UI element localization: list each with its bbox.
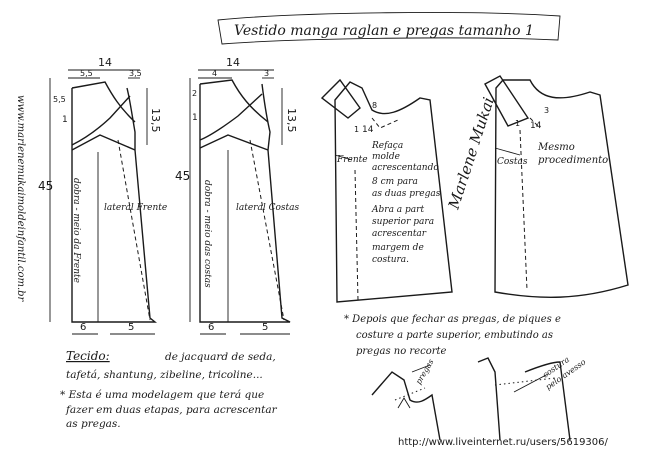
back-hem-left: 6 [208, 322, 214, 333]
back-upper-mark: 1 [192, 113, 198, 123]
back-neck-width: 4 [212, 69, 217, 78]
fabric-label: Tecido: [66, 349, 110, 363]
fabric-note-line-2: fazer em duas etapas, para acrescentar [65, 404, 278, 416]
front-length: 45 [38, 179, 53, 193]
front-side-label: lateral Frente [104, 203, 167, 213]
back-fold-label: dobra - meio das costas [202, 180, 212, 288]
fabric-note-line-1: * Esta é uma modelagem que terá que [60, 389, 264, 401]
front-pattern: 14 5,5 3,5 5,5 1 13,5 45 lateral Frente … [38, 56, 167, 335]
front-pleat-note-line: Refaça [371, 141, 403, 151]
back-side-label: lateral Costas [236, 203, 300, 213]
front-top-width: 14 [98, 56, 112, 69]
fabric-line-2: tafetá, shantung, zibeline, tricoline... [66, 369, 263, 381]
fabric-line-1: de jacquard de seda, [165, 351, 276, 363]
back-shoulder-small: 3 [264, 69, 269, 78]
front-pleat-note-line: molde [372, 152, 400, 162]
back-armhole-height: 13,5 [285, 108, 298, 133]
back-pleat-note-line: procedimento [538, 155, 608, 166]
signature: Marlene Mukai [444, 95, 497, 212]
detail-pregas-label: pregas [414, 358, 436, 386]
pleat-note-line-2: costure a parte superior, embutindo as [356, 330, 553, 341]
page-title: Vestido manga raglan e pregas tamanho 1 [234, 23, 534, 39]
back-pleat-mark-3: 3 [544, 106, 549, 115]
detail-sketches: pregas costura pelo avesso [371, 355, 588, 441]
back-length: 45 [175, 169, 190, 183]
front-pleat-note-line: 8 cm para [372, 177, 418, 187]
front-neck-drop: 5,5 [53, 95, 66, 104]
back-pleat-mark-14: 14 [530, 121, 542, 131]
pleat-note-line-3: pregas no recorte [356, 346, 447, 357]
footer-url: http://www.liveinternet.ru/users/5619306… [398, 437, 609, 448]
front-pleat-note: Refaça molde acrescentando 8 cm para as … [371, 141, 441, 265]
back-pleat-note-line: Mesmo [537, 142, 575, 153]
front-upper-mark: 1 [62, 115, 68, 125]
front-pleat-note-line: Abra a part [371, 205, 424, 215]
front-pleat-mark-8: 8 [372, 101, 377, 110]
front-pleat-note-line: superior para [372, 217, 434, 227]
pleat-note-line-1: * Depois que fechar as pregas, de piques… [344, 314, 561, 325]
front-pleat-note-line: as duas pregas [372, 189, 441, 199]
title-banner: Vestido manga raglan e pregas tamanho 1 [217, 12, 561, 45]
front-armhole-height: 13,5 [149, 108, 162, 133]
front-pleat-frente-label: Frente [336, 155, 368, 165]
back-pattern: 14 4 3 2 1 13,5 45 lateral Costas dobra … [175, 56, 300, 335]
front-pleat-note-line: acrescentar [372, 229, 427, 239]
website-vertical: www.marlenemukaimoldeinfantil.com.br [15, 95, 26, 303]
pleat-note: * Depois que fechar as pregas, de piques… [344, 314, 561, 357]
back-pleat-costas-label: Costas [497, 157, 528, 167]
front-pleat-mark-1: 1 [354, 125, 359, 134]
fabric-note-line-3: as pregas. [66, 418, 121, 430]
front-neck-width: 5,5 [80, 69, 93, 78]
front-hem-right: 5 [128, 322, 134, 333]
front-fold-label: dobra - meio da Frente [71, 178, 81, 283]
front-pleat-note-line: margem de [372, 243, 424, 253]
fabric-note: Tecido: de jacquard de seda, tafetá, sha… [60, 349, 278, 430]
back-neck-drop: 2 [192, 89, 197, 98]
front-pleat-note-line: acrescentando [372, 163, 439, 173]
back-top-width: 14 [226, 56, 240, 69]
front-hem-left: 6 [80, 322, 86, 333]
back-hem-right: 5 [262, 322, 268, 333]
front-shoulder-small: 3,5 [129, 69, 142, 78]
back-pleat-piece: 1 14 3 Costas Mesmo procedimento [484, 75, 629, 299]
back-pleat-mark-1: 1 [515, 119, 520, 128]
front-pleat-piece: 8 14 1 Frente Refaça molde acrescentando… [320, 78, 453, 303]
front-pleat-mark-14: 14 [362, 125, 374, 135]
front-pleat-note-line: costura. [372, 255, 409, 265]
